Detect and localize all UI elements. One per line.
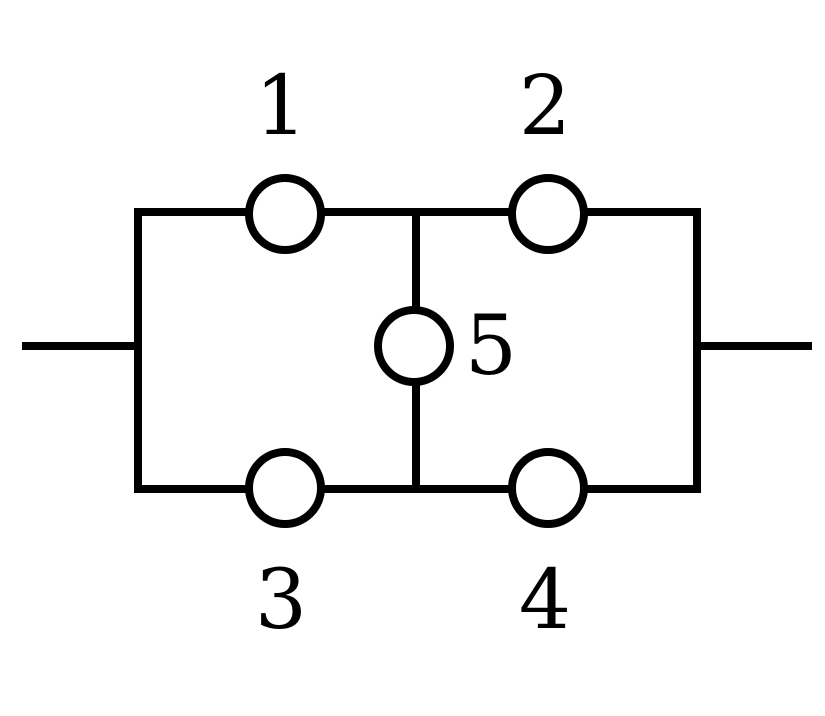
node-1	[245, 174, 325, 254]
node-1-label: 1	[255, 59, 307, 154]
node-2-label: 2	[519, 59, 571, 154]
node-5	[374, 306, 454, 386]
node-4-label: 4	[519, 553, 571, 648]
node-2	[508, 174, 588, 254]
node-4	[508, 448, 588, 528]
node-5-label: 5	[465, 299, 517, 394]
node-3	[245, 448, 325, 528]
node-3-label: 3	[255, 553, 307, 648]
